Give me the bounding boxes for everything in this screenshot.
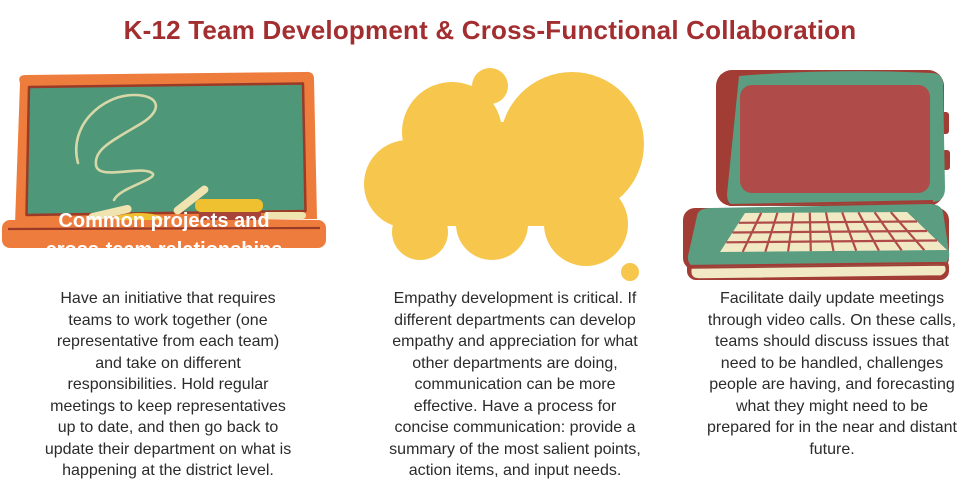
page-title: K-12 Team Development & Cross-Functional… — [123, 15, 857, 45]
laptop-hinge — [728, 200, 934, 206]
laptop-bottom-edge — [689, 261, 948, 280]
thought-bubble-cloud — [364, 68, 644, 281]
laptop-icon — [683, 70, 950, 280]
laptop-keyboard — [720, 211, 947, 253]
column-body-daily-huddles: Facilitate daily update meetings through… — [707, 290, 957, 458]
chalk-tray-items — [88, 185, 306, 225]
chalkboard-tray — [2, 220, 326, 248]
chalk-squiggle — [75, 93, 158, 202]
thought-bubble-illustration: Empathy development & concise communicat… — [360, 64, 980, 282]
chalkboard-icon — [2, 71, 326, 248]
thought-bubble-dot — [621, 263, 639, 281]
column-body-common-projects: Have an initiative that requires teams t… — [44, 290, 292, 479]
column-heading-common-projects: Common projects and cross-team relations… — [45, 210, 283, 261]
laptop-illustration: Daily huddles — [683, 60, 955, 282]
chalkboard-surface — [25, 82, 307, 217]
column-body-empathy: Empathy development is critical. If diff… — [389, 290, 641, 479]
chalkboard-illustration: Common projects and cross-team relations… — [2, 70, 330, 268]
thought-bubble-icon — [364, 68, 644, 281]
laptop-screen — [740, 85, 930, 193]
